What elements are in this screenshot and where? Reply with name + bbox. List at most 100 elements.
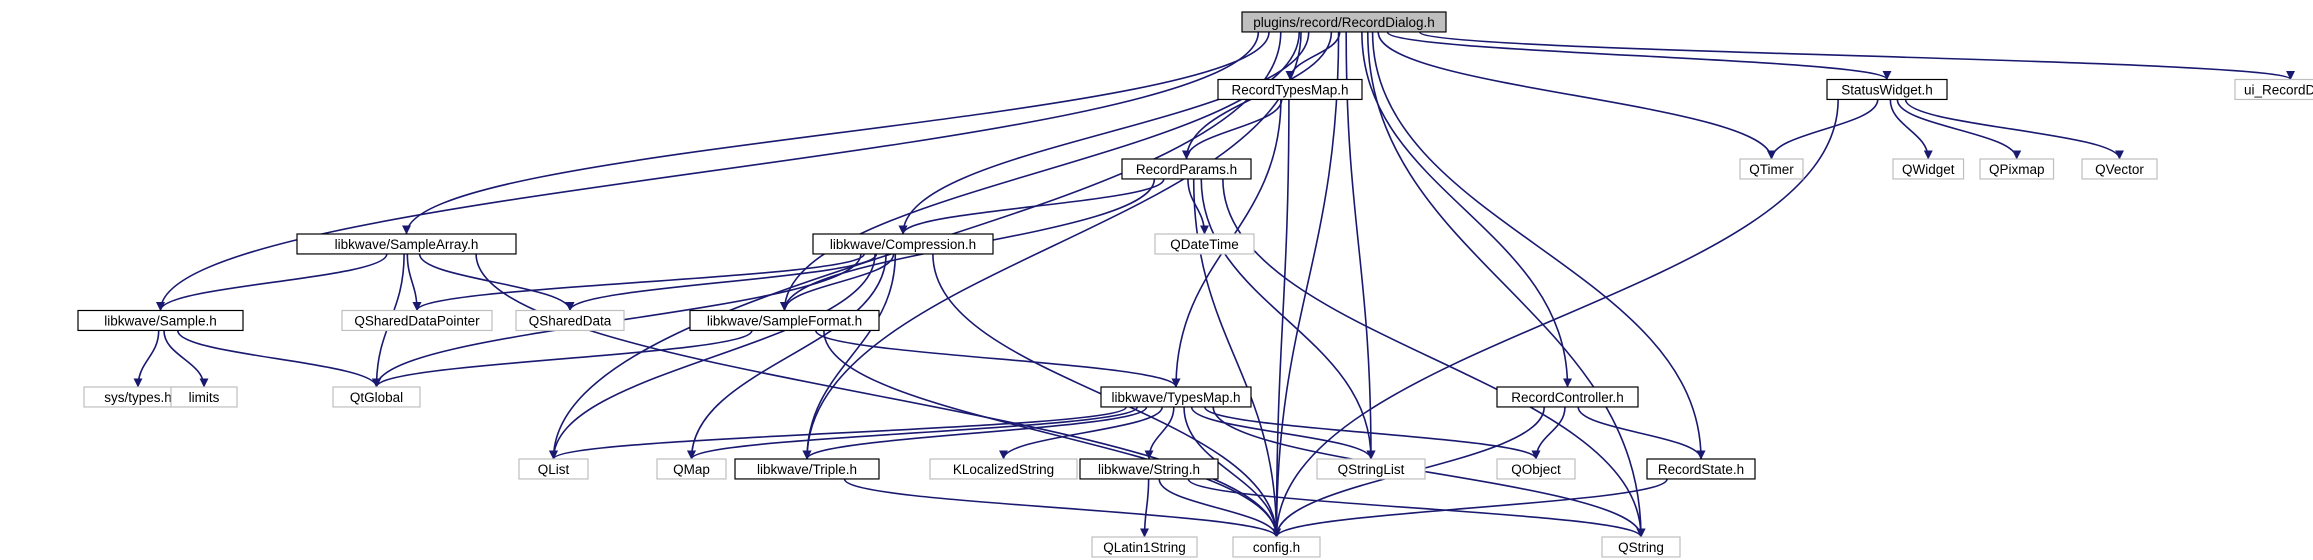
node-root[interactable]: plugins/record/RecordDialog.h xyxy=(1241,11,1447,33)
edge-sampleformat-to-qtglobal xyxy=(372,330,753,388)
edge-typesmap-to-klocalizedstring xyxy=(999,406,1163,460)
node-sample[interactable]: libkwave/Sample.h xyxy=(77,309,244,332)
node-box xyxy=(1091,536,1198,558)
node-samplearray[interactable]: libkwave/SampleArray.h xyxy=(296,233,517,255)
edge-samplearray-to-sample xyxy=(156,253,388,311)
node-triple[interactable]: libkwave/Triple.h xyxy=(734,458,880,480)
node-box xyxy=(170,386,238,408)
edge-compression-to-qshareddata xyxy=(565,253,878,311)
node-label: QTimer xyxy=(1749,162,1794,177)
node-label: sys/types.h xyxy=(104,390,172,405)
node-qlist: QList xyxy=(518,458,589,480)
node-label: RecordParams.h xyxy=(1136,162,1237,177)
edge-compression-to-triple xyxy=(802,253,897,460)
node-label: config.h xyxy=(1253,540,1300,555)
node-box xyxy=(2234,78,2313,101)
node-recordparams[interactable]: RecordParams.h xyxy=(1121,158,1252,180)
edge-sample-to-systypes xyxy=(133,330,160,388)
node-box xyxy=(515,309,625,332)
node-qwidget: QWidget xyxy=(1892,158,1965,180)
edge-root-to-samplearray xyxy=(402,31,1270,235)
edge-typesmap-to-triple xyxy=(802,406,1148,460)
node-box xyxy=(1892,158,1965,180)
node-limits: limits xyxy=(170,386,238,408)
edge-statuswidget-to-qpixmap xyxy=(1896,99,2022,160)
node-label: KLocalizedString xyxy=(953,462,1054,477)
node-qlatin1string: QLatin1String xyxy=(1091,536,1198,558)
edge-string-to-config xyxy=(1158,478,1281,538)
node-sampleformat[interactable]: libkwave/SampleFormat.h xyxy=(689,309,880,332)
edge-root-to-triple xyxy=(802,31,1302,460)
node-box xyxy=(1496,386,1639,408)
edge-root-to-sample xyxy=(156,31,1260,311)
edge-root-to-uirecorddlg xyxy=(1418,31,2295,81)
node-label: libkwave/SampleArray.h xyxy=(335,237,479,252)
edge-compression-to-qshareddatapointer xyxy=(412,253,865,312)
node-label: libkwave/Sample.h xyxy=(104,313,217,328)
edge-samplearray-to-config xyxy=(475,253,1281,538)
node-recordcontroller[interactable]: RecordController.h xyxy=(1496,386,1639,408)
node-label: RecordTypesMap.h xyxy=(1231,82,1348,97)
edge-sampleformat-to-typesmap xyxy=(815,330,1181,388)
node-box xyxy=(1646,458,1756,480)
edge-statuswidget-to-qtimer xyxy=(1767,99,1879,160)
edge-triple-to-config xyxy=(843,478,1281,538)
edge-samplearray-to-qshareddatapointer xyxy=(406,253,422,311)
edge-typesmap-to-qstringlist xyxy=(1190,406,1376,460)
node-box xyxy=(1826,78,1948,101)
edge-recordparams-to-qstring xyxy=(1222,178,1646,538)
node-box xyxy=(1121,158,1252,180)
node-recordtypesmap[interactable]: RecordTypesMap.h xyxy=(1217,78,1363,101)
node-label: libkwave/Compression.h xyxy=(830,237,976,252)
node-recordstate[interactable]: RecordState.h xyxy=(1646,458,1756,480)
edge-recordstate-to-config xyxy=(1272,478,1668,538)
edge-root-to-qstring xyxy=(1366,31,1646,538)
edge-root-to-config xyxy=(1272,31,1340,538)
node-compression[interactable]: libkwave/Compression.h xyxy=(812,233,994,255)
edge-root-to-statuswidget xyxy=(1386,31,1892,81)
node-label: RecordState.h xyxy=(1658,462,1744,477)
node-box xyxy=(812,233,994,255)
edge-statuswidget-to-qwidget xyxy=(1889,99,1933,160)
node-box xyxy=(1496,458,1576,480)
node-qdatetime: QDateTime xyxy=(1154,233,1255,255)
node-box xyxy=(1079,458,1219,480)
node-box xyxy=(296,233,517,255)
node-qtimer: QTimer xyxy=(1739,158,1804,180)
node-qpixmap: QPixmap xyxy=(1979,158,2055,180)
node-qvector: QVector xyxy=(2081,158,2158,180)
node-statuswidget[interactable]: StatusWidget.h xyxy=(1826,78,1948,101)
edge-recordcontroller-to-qobject xyxy=(1531,406,1566,460)
edge-recordparams-to-qstringlist xyxy=(1200,178,1376,460)
node-qmap: QMap xyxy=(656,458,727,480)
edge-recordcontroller-to-recordstate xyxy=(1577,406,1706,460)
edge-typesmap-to-qobject xyxy=(1204,406,1541,460)
node-qtglobal: QtGlobal xyxy=(332,386,421,408)
node-label: QVector xyxy=(2095,162,2144,177)
edge-typesmap-to-qmap xyxy=(687,406,1139,460)
node-box xyxy=(689,309,880,332)
edge-recordtypesmap-to-config xyxy=(1272,99,1290,538)
node-typesmap[interactable]: libkwave/TypesMap.h xyxy=(1100,386,1252,408)
node-box xyxy=(1979,158,2055,180)
node-box xyxy=(1217,78,1363,101)
edge-typesmap-to-config xyxy=(1183,406,1281,538)
node-box xyxy=(1241,11,1447,33)
edges-layer xyxy=(133,31,2295,538)
node-uirecorddlg: ui_RecordDlg.h xyxy=(2234,78,2313,101)
node-label: QObject xyxy=(1511,462,1561,477)
node-box xyxy=(341,309,493,332)
node-box xyxy=(1232,536,1321,558)
node-box xyxy=(656,458,727,480)
node-string[interactable]: libkwave/String.h xyxy=(1079,458,1219,480)
node-qstring: QString xyxy=(1601,536,1681,558)
node-config: config.h xyxy=(1232,536,1321,558)
edge-typesmap-to-qlist xyxy=(549,406,1127,460)
edge-samplearray-to-qshareddata xyxy=(418,253,575,311)
node-box xyxy=(518,458,589,480)
node-label: QDateTime xyxy=(1170,237,1239,252)
node-label: QList xyxy=(538,462,570,477)
edge-root-to-recordcontroller xyxy=(1361,31,1572,388)
edge-root-to-qtimer xyxy=(1377,31,1776,160)
node-label: QLatin1String xyxy=(1103,540,1186,555)
